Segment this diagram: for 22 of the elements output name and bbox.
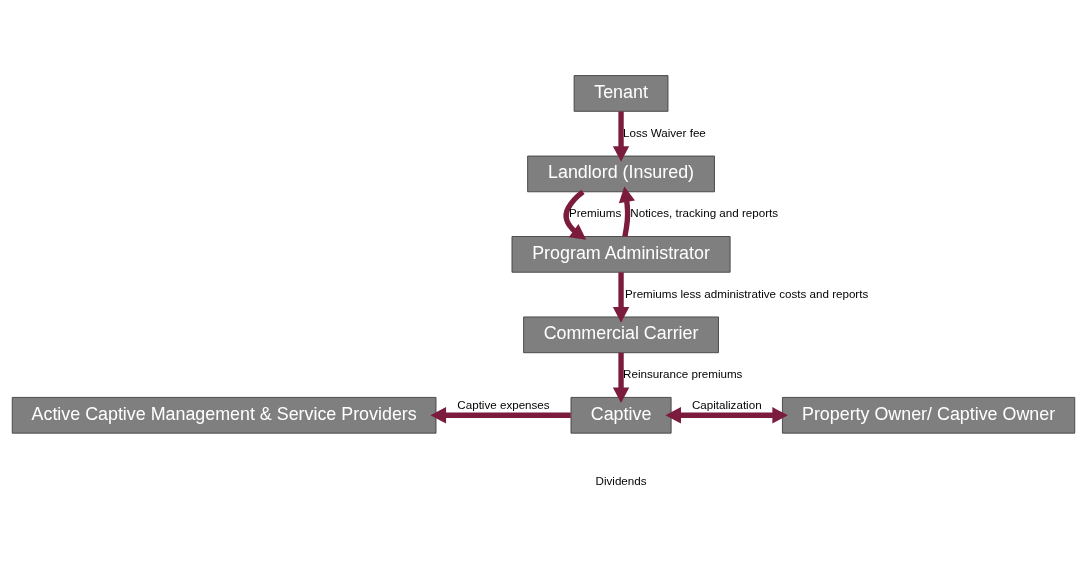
arrow [612,110,630,162]
arrow [665,406,788,423]
arrow [612,271,630,323]
node-box: Active Captive Management & Service Providers [11,396,437,434]
node-box: Property Owner/ Captive Owner [781,396,1076,434]
node-box: Captive [570,396,672,434]
arrow [612,352,630,403]
node-box: Landlord (Insured) [527,155,715,192]
edge-label: Captive expenses [457,397,550,411]
arrow [563,189,587,240]
edge-label: Capitalization [691,397,762,411]
label: Dividends [595,473,647,487]
edge-label: Premiums less administrative costs and reports [625,286,869,300]
edge-label: Premiums [569,205,622,219]
node-box: Program Administrator [511,235,731,273]
node-box: Commercial Carrier [523,316,719,353]
edge-label: Reinsurance premiums [623,366,743,380]
node-box: Tenant [573,74,669,112]
edge-label: Notices, tracking and reports [630,205,779,219]
edge-label: Loss Waiver fee [623,125,706,139]
arrow [430,406,571,423]
arrow [618,185,635,237]
